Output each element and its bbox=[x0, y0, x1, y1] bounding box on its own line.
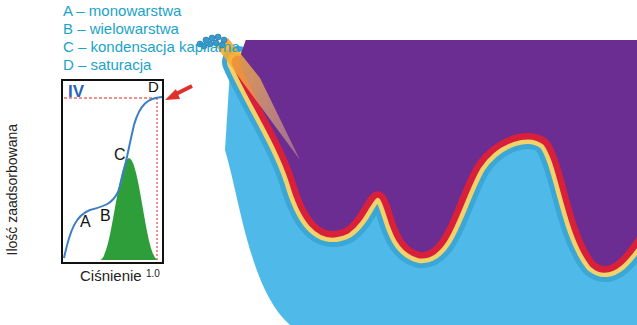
pressure-line bbox=[157, 98, 158, 262]
curve-point: B bbox=[100, 207, 111, 225]
legend-line: A – monowarstwa bbox=[63, 3, 181, 20]
legend-line: C – kondensacja kapilarna bbox=[63, 39, 240, 56]
solid-adsorbent bbox=[238, 40, 637, 266]
isotherm-curve bbox=[64, 97, 162, 258]
curve-point: C bbox=[114, 146, 126, 164]
axis-title: Ciśnienie bbox=[80, 268, 142, 285]
axis-tick: 1.0 bbox=[146, 268, 160, 279]
chart-frame bbox=[62, 80, 163, 263]
isotherm-type: IV bbox=[68, 83, 84, 102]
legend-line: D – saturacja bbox=[63, 57, 151, 74]
distribution-peak bbox=[100, 158, 158, 260]
legend-line: B – wielowarstwa bbox=[63, 21, 179, 38]
curve-point: A bbox=[80, 213, 91, 231]
arrow-head bbox=[165, 89, 180, 100]
curve-point: D bbox=[148, 79, 159, 96]
zoom-cone bbox=[216, 38, 300, 160]
axis-title: Ilość zaadsorbowana bbox=[5, 124, 20, 256]
